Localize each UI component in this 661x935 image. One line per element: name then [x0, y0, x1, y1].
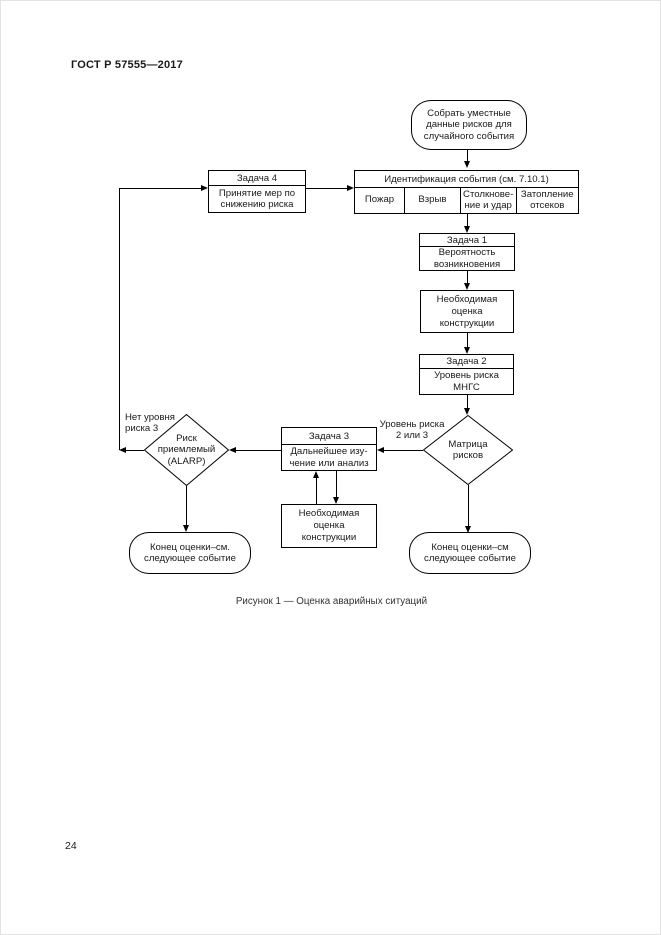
connector-line — [467, 395, 468, 408]
task4-body: Принятие мер по снижению риска — [218, 187, 296, 211]
end-node-left: Конец оценки–см. следующее событие — [129, 532, 251, 574]
arrow-head — [464, 283, 470, 290]
arrow-head — [333, 497, 339, 504]
identification-title: Идентификация события (см. 7.10.1) — [355, 171, 578, 188]
arrow-head — [377, 447, 384, 453]
task3-title: Задача 3 — [282, 428, 376, 445]
task1-title: Задача 1 — [420, 234, 514, 247]
page-number: 24 — [65, 840, 77, 852]
structural-assessment-node-2: Необходимая оценка конструкции — [281, 504, 377, 548]
hazard-cell-fire: Пожар — [364, 194, 395, 206]
arrow-head — [201, 185, 208, 191]
arrow-head — [464, 347, 470, 354]
hazard-cell-collision: Столкнове- ние и удар — [459, 188, 516, 213]
connector-line — [467, 214, 468, 226]
arrow-head — [465, 526, 471, 533]
document-header: ГОСТ Р 57555—2017 — [71, 59, 183, 71]
arrow-head — [229, 447, 236, 453]
connector-line — [306, 188, 347, 189]
connector-line — [126, 450, 144, 451]
connector-line — [336, 471, 337, 497]
arrow-head — [347, 185, 354, 191]
end-node-right: Конец оценки–см следующее событие — [409, 532, 531, 574]
connector-line — [467, 150, 468, 162]
task1-body: Вероятность возникновения — [433, 247, 501, 270]
task4-title: Задача 4 — [209, 171, 305, 186]
task2-node: Задача 2 Уровень риска МНГС — [419, 354, 514, 395]
start-node: Собрать уместные данные рисков для случа… — [411, 100, 527, 150]
connector-line — [467, 271, 468, 283]
connector-line — [119, 188, 201, 189]
task2-body: Уровень риска МНГС — [434, 370, 499, 393]
connector-line — [467, 333, 468, 347]
connector-line — [384, 450, 423, 451]
task4-node: Задача 4 Принятие мер по снижению риска — [208, 170, 306, 213]
task3-body: Дальнейшее изу- чение или анализ — [289, 446, 369, 469]
identification-cells: Пожар Взрыв Столкнове- ние и удар Затопл… — [355, 188, 578, 213]
connector-line — [186, 486, 187, 525]
figure-caption: Рисунок 1 — Оценка аварийных ситуаций — [235, 596, 428, 607]
risk-matrix-decision-label: Матрица рисков — [448, 438, 488, 462]
arrow-head — [183, 525, 189, 532]
edge-label-no-level-3: Нет уровня риска 3 — [125, 412, 175, 434]
edge-label-risk-level-23: Уровень риска 2 или 3 — [379, 419, 445, 441]
structural-assessment-node-1: Необходимая оценка конструкции — [420, 290, 514, 333]
identification-node: Идентификация события (см. 7.10.1) Пожар… — [354, 170, 579, 214]
connector-line — [119, 188, 120, 450]
risk-acceptable-decision-shape — [144, 414, 229, 486]
arrow-head — [119, 447, 126, 453]
arrow-head — [313, 471, 319, 478]
risk-acceptable-decision-label: Риск приемлемый (ALARP) — [157, 432, 216, 467]
arrow-head — [464, 408, 470, 415]
task3-node: Задача 3 Дальнейшее изу- чение или анали… — [281, 427, 377, 471]
connector-line — [316, 478, 317, 504]
connector-line — [468, 485, 469, 526]
task2-title: Задача 2 — [420, 355, 513, 369]
connector-line — [236, 450, 281, 451]
risk-matrix-decision-shape — [423, 415, 513, 485]
task1-node: Задача 1 Вероятность возникновения — [419, 233, 515, 271]
arrow-head — [464, 226, 470, 233]
arrow-head — [464, 161, 470, 168]
hazard-cell-explosion: Взрыв — [404, 188, 460, 213]
hazard-cell-flooding: Затопление отсеков — [515, 188, 578, 213]
